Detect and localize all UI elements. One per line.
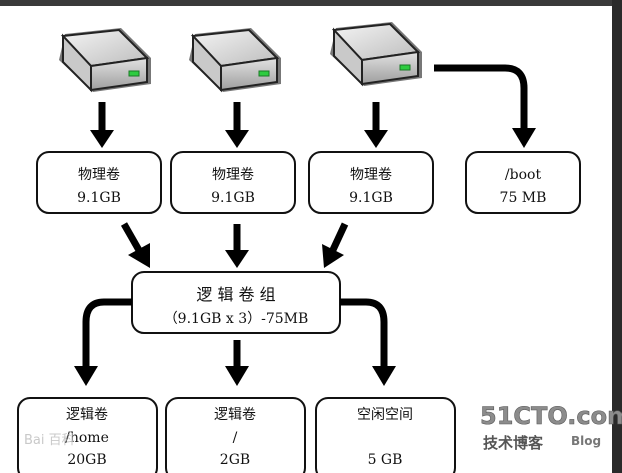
hard-disk-icon	[189, 28, 281, 93]
hard-disk-icon	[59, 28, 151, 93]
lv-size: 20GB	[67, 452, 106, 468]
right-frame	[612, 0, 622, 473]
lv-size: 2GB	[220, 452, 250, 468]
vg-title: 逻 辑 卷 组	[196, 285, 275, 304]
baidu-watermark: Bai 百科	[24, 433, 75, 448]
watermark-blog: Blog	[571, 434, 601, 448]
lv-title: 逻辑卷	[66, 407, 108, 423]
arrow-pv-to-vg	[225, 224, 249, 268]
arrow-pv-to-vg	[120, 222, 150, 268]
arrow-vg-to-lv-home	[74, 298, 132, 386]
physical-volume-box: 物理卷 9.1GB	[308, 151, 434, 214]
logical-volume-box: 逻辑卷 /home 20GB	[17, 397, 158, 473]
pv-title: 物理卷	[212, 167, 254, 183]
logical-volume-box: 逻辑卷 / 2GB	[165, 397, 306, 473]
lv-title: 逻辑卷	[214, 407, 256, 423]
lv-mount: /home	[65, 430, 109, 446]
boot-size: 75 MB	[500, 190, 547, 206]
pv-size: 9.1GB	[77, 190, 121, 206]
arrow-disk-to-pv	[225, 102, 249, 148]
top-frame	[0, 0, 622, 6]
watermark-site: 51CTO.com	[480, 402, 622, 430]
watermark-tagline: 技术博客	[483, 434, 544, 452]
arrow-vg-to-free-space	[340, 298, 396, 386]
pv-title: 物理卷	[78, 167, 120, 183]
physical-volume-box: 物理卷 9.1GB	[170, 151, 296, 214]
boot-partition-box: /boot 75 MB	[465, 151, 581, 214]
physical-volume-box: 物理卷 9.1GB	[36, 151, 162, 214]
free-space-title: 空闲空间	[357, 407, 413, 423]
arrow-vg-to-lv-root	[225, 340, 249, 386]
free-space-box: 空闲空间 5 GB	[315, 397, 456, 473]
arrow-disk-to-pv	[90, 102, 114, 148]
pv-title: 物理卷	[350, 167, 392, 183]
arrow-disk-to-boot	[434, 64, 536, 148]
pv-size: 9.1GB	[349, 190, 393, 206]
arrow-pv-to-vg	[322, 222, 349, 268]
pv-size: 9.1GB	[211, 190, 255, 206]
arrow-disk-to-pv	[364, 102, 388, 148]
vg-size: （9.1GB x 3）-75MB	[164, 311, 309, 327]
boot-title: /boot	[505, 167, 542, 183]
free-space-size: 5 GB	[368, 452, 403, 468]
hard-disk-icon	[330, 22, 422, 87]
site-watermark: 51CTO.com 技术博客 Blog	[480, 402, 622, 452]
lv-mount: /	[233, 430, 238, 446]
volume-group-box: 逻 辑 卷 组 （9.1GB x 3）-75MB	[131, 271, 341, 334]
